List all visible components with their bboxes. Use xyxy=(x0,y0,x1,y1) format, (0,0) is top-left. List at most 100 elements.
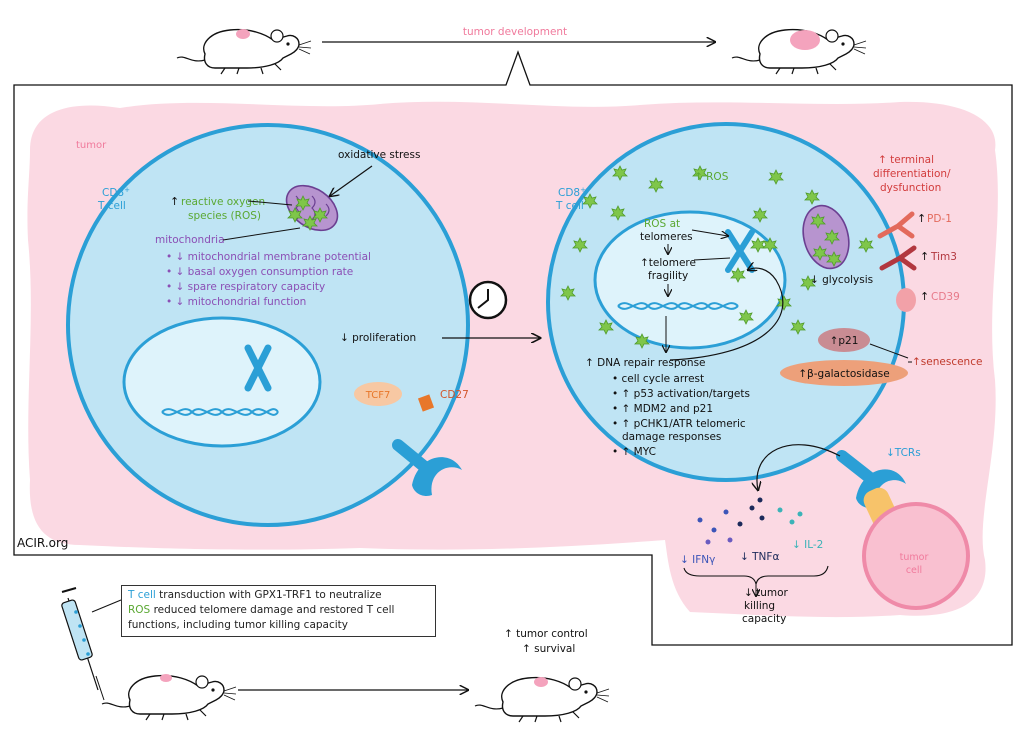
ifng-label: ↓ IFNγ xyxy=(680,554,715,566)
senescence-connector-1 xyxy=(869,343,909,359)
tnfa-label: ↓ TNFα xyxy=(740,551,779,563)
cd27-receptor xyxy=(417,394,435,412)
bgal-badge xyxy=(780,360,908,386)
right-mitochondrion-icon xyxy=(802,204,850,270)
senescence-label: ↑senescence xyxy=(912,356,982,368)
note-text-3: functions, including tumor killing capac… xyxy=(128,619,349,631)
tim3-label: Tim3 xyxy=(930,251,957,263)
repair-feedback-arrow xyxy=(669,268,784,361)
syringe-icon xyxy=(61,587,105,701)
telomere-to-chromo xyxy=(693,257,731,261)
left-tcr-icon xyxy=(392,439,462,496)
tumor-cell-body xyxy=(862,502,970,610)
note-pointer xyxy=(91,599,122,613)
repair-item: • ↑ MDM2 and p21 xyxy=(612,403,713,415)
ros-top-label: ↑ ROS xyxy=(694,171,729,183)
right-tcell-label: T cell xyxy=(555,200,584,212)
oxidative-stress-label: oxidative stress xyxy=(338,149,420,161)
killing-line3: capacity xyxy=(742,613,786,625)
mito-bullet: • ↓ mitochondrial function xyxy=(166,296,306,308)
left-mitochondrion-icon xyxy=(285,184,339,232)
clock-icon xyxy=(468,280,508,320)
left-dna-icon xyxy=(161,408,279,416)
glycolysis-label: ↓ glycolysis xyxy=(810,274,873,286)
top-mouse-left xyxy=(176,28,312,75)
cd39-label: CD39 xyxy=(931,291,960,303)
cd27-label: CD27 xyxy=(440,389,469,401)
bgal-label: ↑β-galactosidase xyxy=(798,368,889,380)
tcf7-label: TCF7 xyxy=(365,390,391,401)
terminal-line2: differentiation/ xyxy=(873,168,951,180)
tim3-receptor-icon xyxy=(879,245,917,271)
tumor-development-label: tumor development xyxy=(463,26,567,38)
dna-repair-label: ↑ DNA repair response xyxy=(585,357,706,369)
mito-bullet: • ↓ mitochondrial membrane potential xyxy=(166,251,371,263)
repair-item: • cell cycle arrest xyxy=(612,373,704,385)
mito-bullet: • ↓ spare respiratory capacity xyxy=(166,281,325,293)
cd39-badge xyxy=(896,288,916,312)
tumor-cell-label1: tumor xyxy=(900,552,929,563)
repair-list: • cell cycle arrest • ↑ p53 activation/t… xyxy=(612,373,750,458)
ros-telomeres-line2: telomeres xyxy=(640,231,693,243)
right-dna-icon xyxy=(617,302,739,310)
mitochondria-label: mitochondria xyxy=(155,234,225,246)
tim3-arrow-symbol: ↑ xyxy=(920,250,929,263)
right-cd8-label: CD8+ xyxy=(558,186,586,199)
tumor-label: tumor xyxy=(76,140,107,151)
bottom-mouse-left xyxy=(101,674,237,721)
left-t-cell: TCF7 CD27 xyxy=(66,123,470,527)
note-text-1: transduction with GPX1-TRF1 to neutraliz… xyxy=(155,589,382,601)
repair-item: • ↑ MYC xyxy=(612,446,656,458)
left-tcell-label: T cell xyxy=(97,200,126,212)
terminal-line3: dysfunction xyxy=(880,182,941,194)
killing-line2: killing xyxy=(744,600,775,612)
left-nucleus xyxy=(122,316,322,448)
p21-label: ↑p21 xyxy=(830,335,859,347)
il2-label: ↓ IL-2 xyxy=(792,539,823,551)
cd39-arrow-symbol: ↑ xyxy=(920,290,929,303)
repair-item: damage responses xyxy=(612,431,721,443)
pd1-label: PD-1 xyxy=(927,213,952,225)
tcrs-label: ↓TCRs xyxy=(886,447,921,459)
telomere-line1: ↑telomere xyxy=(640,257,696,269)
repair-item: • ↑ pCHK1/ATR telomeric xyxy=(612,418,746,430)
note-line-3: functions, including tumor killing capac… xyxy=(128,618,429,633)
p21-badge xyxy=(818,328,870,352)
left-chromosome-icon xyxy=(244,344,272,392)
tumor-cell-label2: cell xyxy=(906,565,922,576)
ros-telomeres-line1: ROS at xyxy=(644,218,680,230)
oxidative-stress-arrow xyxy=(330,165,373,196)
ros-arrow-symbol: ↑ xyxy=(170,195,179,208)
telomere-line2: fragility xyxy=(648,270,688,282)
cytokine-release-arrow xyxy=(757,444,841,490)
note-text-2: reduced telomere damage and restored T c… xyxy=(150,604,395,616)
pd1-receptor-icon xyxy=(877,211,915,239)
note-ros: ROS xyxy=(128,604,151,616)
mito-bullet: • ↓ basal oxygen consumption rate xyxy=(166,266,353,278)
repair-item: • ↑ p53 activation/targets xyxy=(612,388,750,400)
outcome-line1: ↑ tumor control xyxy=(504,628,588,640)
bottom-mouse-right xyxy=(474,676,610,723)
mitochondria-pointer xyxy=(222,227,301,241)
mito-bullet-list: • ↓ mitochondrial membrane potential • ↓… xyxy=(166,251,371,308)
note-line-1: T cell transduction with GPX1-TRF1 to ne… xyxy=(128,588,429,603)
ros-telomeres-arrow xyxy=(691,229,728,236)
terminal-line1: ↑ terminal xyxy=(878,154,934,166)
top-mouse-right xyxy=(731,28,867,75)
intervention-note: T cell transduction with GPX1-TRF1 to ne… xyxy=(121,585,436,637)
cytokine-dots xyxy=(697,497,803,545)
outcome-line2: ↑ survival xyxy=(522,643,575,655)
proliferation-label: ↓ proliferation xyxy=(340,332,416,344)
right-t-cell xyxy=(546,122,970,610)
pd1-arrow-symbol: ↑ xyxy=(917,212,926,225)
note-line-2: ROS reduced telomere damage and restored… xyxy=(128,603,429,618)
watermark: ACIR.org xyxy=(17,536,68,550)
left-cd8-label: CD8+ xyxy=(102,186,130,199)
killing-line1: ↓ tumor xyxy=(744,587,789,599)
ros-line1: reactive oxygen xyxy=(181,196,265,208)
ros-line2: species (ROS) xyxy=(188,210,261,222)
tcf7-badge xyxy=(354,382,402,406)
ros-to-mito-line xyxy=(247,200,293,206)
note-tcell: T cell xyxy=(128,589,156,601)
